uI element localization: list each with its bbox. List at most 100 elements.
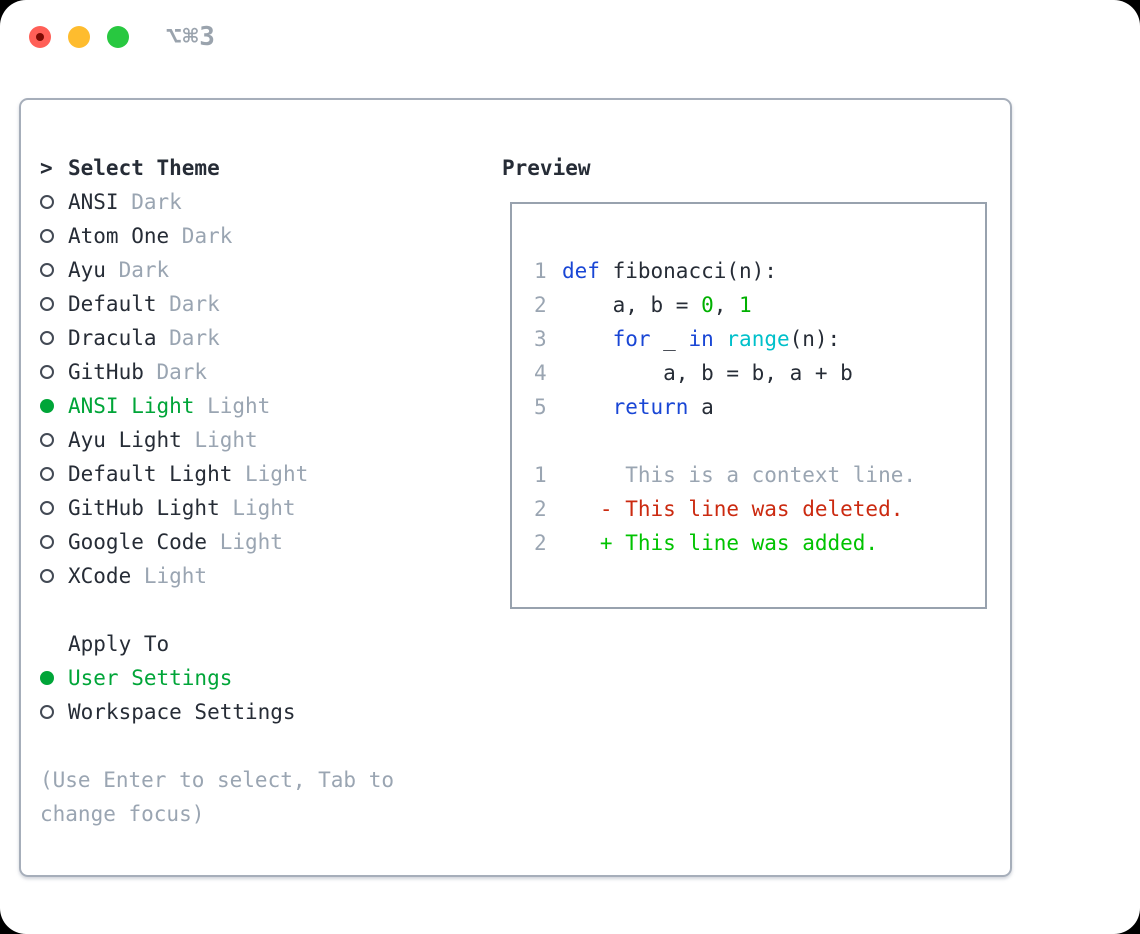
theme-option-label: Dracula Dark: [68, 321, 220, 355]
radio-icon: [40, 457, 68, 491]
theme-variant: Dark: [105, 258, 170, 282]
theme-name: Google Code: [68, 530, 208, 554]
code-token: a, b = b, a + b: [562, 361, 853, 385]
theme-option-github[interactable]: GitHub Dark: [40, 355, 502, 389]
radio-icon: [40, 321, 68, 355]
radio-selected-icon: [40, 389, 68, 423]
theme-variant: Light: [194, 394, 271, 418]
theme-option-xcode[interactable]: XCode Light: [40, 559, 502, 593]
apply-to-indent: [40, 627, 68, 661]
code-token: def: [562, 259, 600, 283]
theme-option-default[interactable]: Default Dark: [40, 287, 502, 321]
radio-selected-icon: [40, 661, 68, 695]
theme-name: ANSI: [68, 190, 119, 214]
theme-option-label: Ayu Dark: [68, 253, 169, 287]
code-token: _: [650, 327, 689, 351]
radio-icon: [40, 525, 68, 559]
code-line: 5 return a: [534, 390, 969, 424]
theme-option-label: Google Code Light: [68, 525, 283, 559]
titlebar: ⌥⌘3: [0, 0, 1140, 98]
line-number: 1: [534, 259, 547, 283]
apply-option-user-settings[interactable]: User Settings: [40, 661, 502, 695]
hint-text: (Use Enter to select, Tab to change focu…: [40, 768, 395, 826]
code-line: 2 + This line was added.: [534, 526, 969, 560]
code-token: [714, 327, 727, 351]
theme-name: XCode: [68, 564, 132, 588]
theme-variant: Dark: [118, 190, 182, 214]
apply-to-title: Apply To: [68, 632, 170, 656]
theme-option-ansi-light[interactable]: ANSI Light Light: [40, 389, 502, 423]
close-indicator-dot: [36, 33, 44, 41]
select-theme-title: Select Theme: [68, 156, 220, 180]
apply-option-label: User Settings: [68, 666, 233, 690]
apply-option-label: Workspace Settings: [68, 700, 296, 724]
code-token: in: [688, 327, 714, 351]
code-token: ,: [713, 293, 740, 317]
code-token: for: [612, 327, 651, 351]
theme-option-default-light[interactable]: Default Light Light: [40, 457, 502, 491]
theme-option-ansi[interactable]: ANSI Dark: [40, 185, 502, 219]
theme-option-label: GitHub Dark: [68, 355, 207, 389]
theme-name: Atom One: [68, 224, 170, 248]
radio-icon: [40, 491, 68, 525]
line-number: 1: [534, 463, 547, 487]
radio-icon: [40, 423, 68, 457]
code-token: This is a context line.: [562, 463, 917, 487]
theme-name: GitHub Light: [68, 496, 220, 520]
theme-name: Default Light: [68, 462, 233, 486]
theme-name: GitHub: [68, 360, 144, 384]
radio-icon: [40, 287, 68, 321]
theme-option-dracula[interactable]: Dracula Dark: [40, 321, 502, 355]
code-token: 1: [739, 293, 752, 317]
theme-option-github-light[interactable]: GitHub Light Light: [40, 491, 502, 525]
code-line: [534, 424, 969, 458]
code-token: [562, 395, 613, 419]
line-number: 2: [534, 293, 547, 317]
theme-option-atom-one[interactable]: Atom One Dark: [40, 219, 502, 253]
theme-option-label: ANSI Dark: [68, 185, 182, 219]
close-button[interactable]: [29, 26, 51, 48]
radio-icon: [40, 695, 68, 729]
theme-variant: Light: [207, 530, 283, 554]
line-number: 5: [534, 395, 547, 419]
apply-to-header: Apply To: [40, 627, 502, 661]
theme-option-label: GitHub Light Light: [68, 491, 296, 525]
code-line: 2 a, b = 0, 1: [534, 288, 969, 322]
spacer: [40, 593, 502, 627]
theme-option-label: Ayu Light Light: [68, 423, 258, 457]
radio-icon: [40, 219, 68, 253]
theme-option-label: Default Light Light: [68, 457, 308, 491]
theme-option-google-code[interactable]: Google Code Light: [40, 525, 502, 559]
theme-variant: Light: [219, 496, 296, 520]
theme-variant: Light: [232, 462, 309, 486]
minimize-button[interactable]: [68, 26, 90, 48]
zoom-button[interactable]: [107, 26, 129, 48]
code-token: a: [688, 395, 714, 419]
theme-option-ayu[interactable]: Ayu Dark: [40, 253, 502, 287]
theme-name: Ayu: [68, 258, 106, 282]
code-line: 3 for _ in range(n):: [534, 322, 969, 356]
theme-variant: Light: [131, 564, 208, 588]
code-token: 0: [701, 293, 714, 317]
line-number: 2: [534, 531, 547, 555]
code-token: - This line was deleted.: [562, 497, 904, 521]
code-line: 4 a, b = b, a + b: [534, 356, 969, 390]
radio-icon: [40, 253, 68, 287]
line-number: 3: [534, 327, 547, 351]
radio-icon: [40, 355, 68, 389]
theme-option-label: Atom One Dark: [68, 219, 232, 253]
theme-option-ayu-light[interactable]: Ayu Light Light: [40, 423, 502, 457]
theme-name: ANSI Light: [68, 394, 195, 418]
apply-option-workspace-settings[interactable]: Workspace Settings: [40, 695, 502, 729]
code-line: 1 This is a context line.: [534, 458, 969, 492]
theme-option-label: Default Dark: [68, 287, 220, 321]
theme-variant: Dark: [156, 292, 220, 316]
